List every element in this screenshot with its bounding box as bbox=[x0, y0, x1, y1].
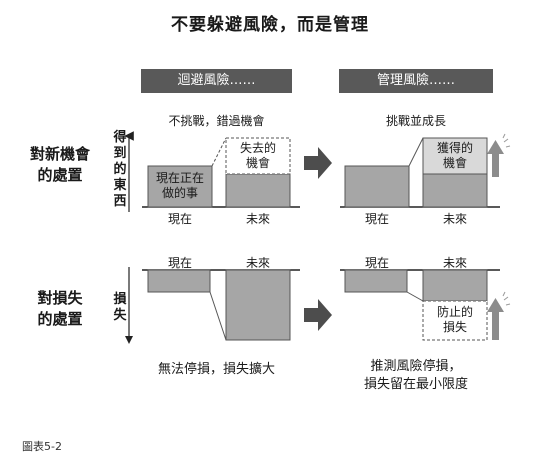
avoid-now-bar bbox=[147, 165, 213, 208]
avoid-opportunity-caption: 不挑戰，錯過機會 bbox=[168, 114, 265, 128]
manage-opportunity-tick-future: 未來 bbox=[442, 212, 467, 226]
lost-opportunity-box bbox=[225, 137, 291, 175]
manage-opportunity-tick-now: 現在 bbox=[364, 212, 389, 226]
manage-loss-caption: 推測風險停損， 損失留在最小限度 bbox=[363, 359, 468, 392]
now-doing-text: 現在正在 做的事 bbox=[155, 171, 204, 200]
manage-loss-tick-now: 現在 bbox=[364, 256, 389, 270]
figure-caption: 圖表5-2 bbox=[22, 440, 62, 453]
avoid-risk-header: 迴避風險…… bbox=[141, 69, 292, 93]
avoid-loss-tick-now: 現在 bbox=[167, 256, 192, 270]
manage-risk-header: 管理風險…… bbox=[339, 69, 493, 93]
transition-arrow-icon bbox=[304, 147, 332, 179]
transition-arrow-icon-2 bbox=[304, 299, 332, 331]
manage-opportunity-caption: 挑戰並成長 bbox=[385, 114, 446, 128]
manage-now-loss-bar bbox=[344, 269, 408, 293]
loss-axis-label: 損 失 bbox=[113, 292, 127, 323]
loss-row-label: 對損失 的處置 bbox=[37, 289, 83, 328]
manage-future-loss-bar bbox=[422, 269, 488, 302]
lost-opportunity-text: 失去的 機會 bbox=[239, 141, 276, 170]
avoid-opportunity-tick-future: 未來 bbox=[245, 212, 270, 226]
avoid-loss-caption: 無法停損，損失擴大 bbox=[157, 362, 275, 377]
avoid-loss-tick-future: 未來 bbox=[245, 256, 270, 270]
growth-arrow-icon bbox=[487, 133, 511, 177]
avoid-future-bar bbox=[225, 173, 291, 208]
gained-opportunity-box bbox=[422, 137, 488, 175]
opportunity-axis-label: 得 到 的 東 西 bbox=[113, 130, 127, 209]
manage-future-bar bbox=[422, 173, 488, 208]
opportunity-row-label: 對新機會 的處置 bbox=[29, 145, 90, 184]
avoid-future-loss-bar bbox=[225, 269, 291, 341]
avoid-now-loss-bar bbox=[147, 269, 211, 293]
reduce-loss-arrow-icon bbox=[487, 291, 511, 340]
avoid-opportunity-tick-now: 現在 bbox=[167, 212, 192, 226]
prevented-loss-text: 防止的 損失 bbox=[436, 305, 473, 334]
diagram-title: 不要躲避風險，而是管理 bbox=[171, 15, 369, 35]
gained-opportunity-text: 獲得的 機會 bbox=[436, 141, 473, 170]
prevented-loss-box bbox=[422, 300, 488, 341]
manage-loss-tick-future: 未來 bbox=[442, 256, 467, 270]
manage-now-bar bbox=[344, 165, 410, 208]
